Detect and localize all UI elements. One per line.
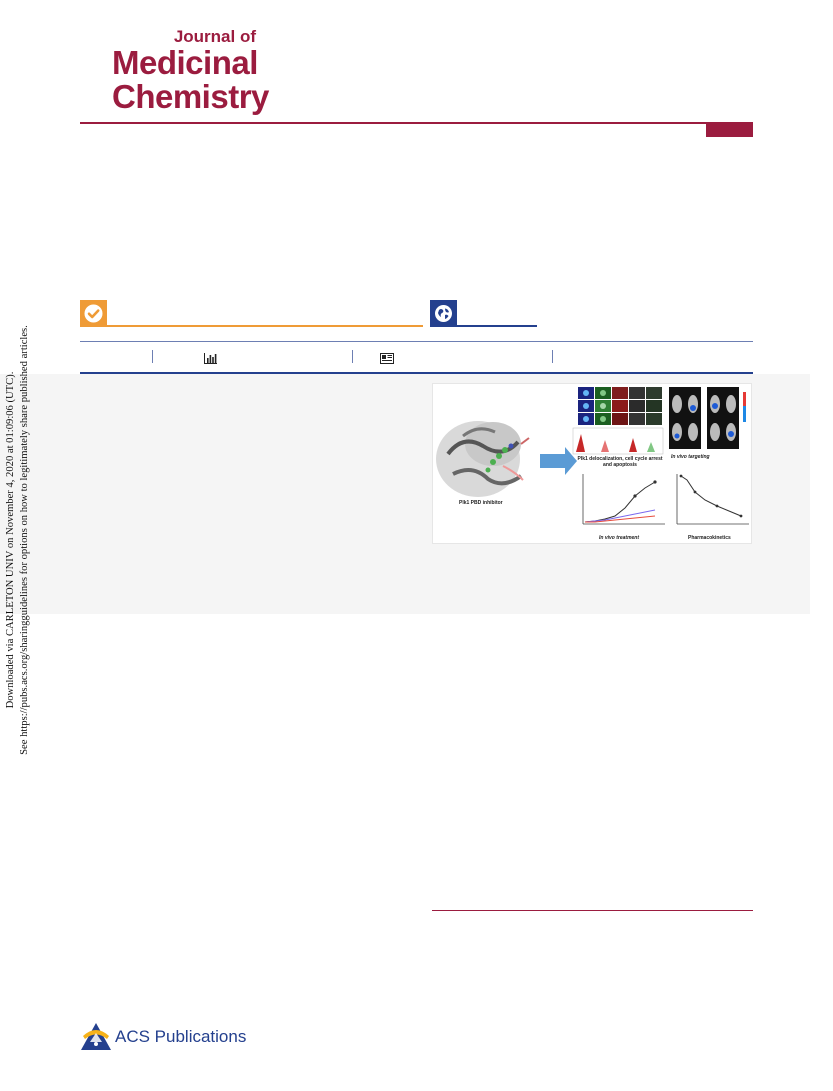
metrics-bar-top-rule xyxy=(80,341,753,342)
metrics-separator xyxy=(152,350,153,363)
arrow-right-icon xyxy=(540,447,577,475)
metrics-separator xyxy=(552,350,553,363)
toc-label-pk: Pharmacokinetics xyxy=(688,535,731,541)
toc-graphic[interactable]: Plk1 PBD inhibitor Plk1 delocalization, … xyxy=(432,383,752,544)
journal-logo: Journal of Medicinal Chemistry xyxy=(112,27,269,115)
tumor-growth-chart xyxy=(582,474,665,525)
globe-icon[interactable] xyxy=(430,300,457,327)
article-type-tab xyxy=(706,124,753,137)
bar-chart-icon[interactable] xyxy=(204,351,217,369)
toc-label-inhibitor: Plk1 PBD inhibitor xyxy=(459,500,503,506)
acs-publications-wordmark[interactable]: ACS Publications xyxy=(115,1027,247,1046)
journal-title-line3: Chemistry xyxy=(112,78,269,115)
download-notice-line2: See https://pubs.acs.org/sharingguidelin… xyxy=(19,325,30,755)
flow-histogram-panel xyxy=(572,427,664,455)
toc-label-targeting: In vivo targeting xyxy=(671,454,710,460)
metrics-bar-bottom-rule xyxy=(80,372,753,374)
header-rule xyxy=(80,122,753,124)
check-circle-icon[interactable] xyxy=(80,300,107,327)
open-access-rule xyxy=(107,325,423,327)
protein-structure-image xyxy=(436,421,530,497)
journal-title-line1: Journal of xyxy=(173,27,256,46)
download-notice-line1: Downloaded via CARLETON UNIV on November… xyxy=(5,371,16,709)
global-access-rule xyxy=(457,325,537,327)
toc-label-delocalization: Plk1 delocalization, cell cycle arrest a… xyxy=(577,456,663,468)
in-vivo-imaging-panel xyxy=(669,387,746,449)
pharmacokinetics-chart xyxy=(676,474,749,525)
download-notice: Downloaded via CARLETON UNIV on November… xyxy=(4,320,38,760)
journal-title-line2: Medicinal xyxy=(112,44,258,81)
footnote-rule xyxy=(432,910,753,911)
article-icon[interactable] xyxy=(380,351,394,369)
toc-label-treatment: In vivo treatment xyxy=(599,535,640,541)
metrics-separator xyxy=(352,350,353,363)
microscopy-panel xyxy=(578,387,662,425)
acs-logo-icon[interactable] xyxy=(80,1022,112,1057)
